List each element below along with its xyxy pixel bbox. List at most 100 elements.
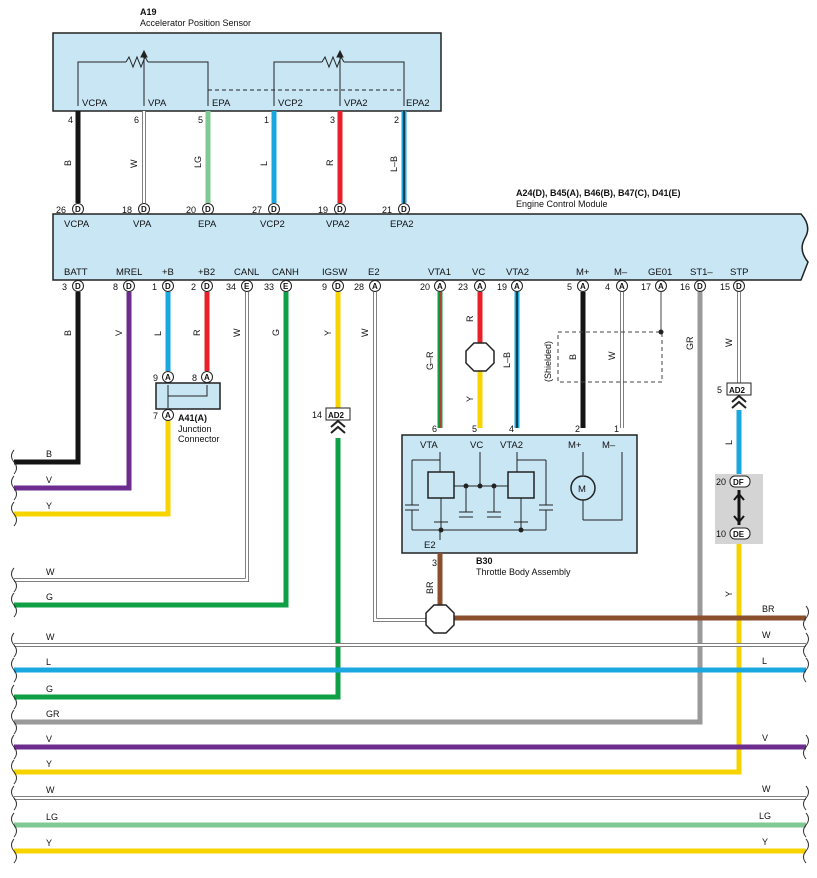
svg-text:E2: E2 <box>424 540 436 551</box>
sensor-id: A19 <box>140 7 157 17</box>
svg-text:AD2: AD2 <box>729 386 746 395</box>
svg-text:20: 20 <box>186 205 196 215</box>
svg-text:8: 8 <box>192 373 197 383</box>
svg-text:G: G <box>271 329 281 336</box>
svg-text:D: D <box>204 282 210 291</box>
svg-text:W: W <box>46 785 55 795</box>
svg-text:AD2: AD2 <box>328 411 345 420</box>
svg-text:R: R <box>192 329 202 336</box>
svg-text:A: A <box>619 282 625 291</box>
junction-connector: A 9 A 8 A 7 A41(A) Junction Connector <box>153 371 221 444</box>
svg-text:VTA2: VTA2 <box>500 440 523 451</box>
svg-text:VC: VC <box>470 440 483 451</box>
junction-id: A41(A) <box>178 413 207 423</box>
svg-text:14: 14 <box>312 410 322 420</box>
svg-text:D: D <box>736 282 742 291</box>
svg-text:6: 6 <box>432 424 437 434</box>
ecm-term-epa: EPA <box>198 219 217 230</box>
svg-text:M+: M+ <box>568 440 582 451</box>
svg-text:E: E <box>244 282 250 291</box>
svg-text:W: W <box>46 567 55 577</box>
sensor-term-vpa2: VPA2 <box>344 98 368 109</box>
svg-text:4: 4 <box>605 282 610 292</box>
svg-text:3: 3 <box>432 558 437 568</box>
svg-text:Y: Y <box>762 837 768 847</box>
svg-text:34: 34 <box>226 282 236 292</box>
svg-text:A: A <box>477 282 483 291</box>
svg-text:D: D <box>165 282 171 291</box>
svg-text:G–R: G–R <box>425 351 435 370</box>
wc-top-0: B <box>63 160 73 166</box>
svg-text:4: 4 <box>509 424 514 434</box>
svg-text:1: 1 <box>614 424 619 434</box>
ecm-term-epa2: EPA2 <box>390 219 414 230</box>
svg-text:Y: Y <box>46 501 52 511</box>
svg-text:26: 26 <box>56 205 66 215</box>
svg-text:D: D <box>75 282 81 291</box>
svg-text:W: W <box>232 328 242 337</box>
bus-labels-right: BR W L V W LG Y <box>759 604 775 847</box>
svg-text:D: D <box>697 282 703 291</box>
svg-text:L: L <box>724 440 734 445</box>
throttle-name: Throttle Body Assembly <box>476 567 571 577</box>
sensor-pin-vcp2: 1 <box>264 115 269 125</box>
svg-text:A: A <box>514 282 520 291</box>
wire-mrel <box>14 292 132 491</box>
svg-text:A: A <box>165 411 171 420</box>
svg-text:27: 27 <box>252 205 262 215</box>
svg-text:V: V <box>46 734 52 744</box>
ecm-term-vcp2: VCP2 <box>260 219 285 230</box>
sensor-box <box>52 32 442 112</box>
wc-top-2: LG <box>193 156 203 168</box>
wire-batt <box>14 292 81 465</box>
sensor-term-vpa: VPA <box>148 98 167 109</box>
sensor-name: Accelerator Position Sensor <box>140 18 251 28</box>
svg-text:DF: DF <box>733 478 744 487</box>
ecm-top-connectors: 26 D 18 D 20 D 27 D 19 D 21 D <box>56 203 410 215</box>
svg-text:D: D <box>401 205 407 214</box>
svg-text:LG: LG <box>759 811 771 821</box>
svg-text:GR: GR <box>46 709 60 719</box>
svg-text:9: 9 <box>153 373 158 383</box>
sensor-pin-vpa: 6 <box>134 115 139 125</box>
svg-text:E2: E2 <box>368 267 380 278</box>
ecm-bottom-terminals: BATT MREL +B +B2 CANL CANH IGSW E2 VTA1 … <box>64 267 748 278</box>
svg-text:+B2: +B2 <box>198 267 215 278</box>
svg-text:L: L <box>762 656 767 666</box>
svg-text:33: 33 <box>264 282 274 292</box>
svg-text:9: 9 <box>322 282 327 292</box>
svg-text:VTA: VTA <box>420 440 438 451</box>
sensor-pin-vcpa: 4 <box>68 115 73 125</box>
wc-top-4: R <box>325 159 335 166</box>
svg-text:8: 8 <box>113 282 118 292</box>
ad2-connector-left: 14 AD2 <box>312 407 351 434</box>
svg-text:Y: Y <box>323 330 333 336</box>
throttle-id: B30 <box>476 556 493 566</box>
motor-symbol: M <box>578 484 586 495</box>
svg-text:17: 17 <box>641 282 651 292</box>
left-break-marks <box>11 449 17 864</box>
svg-text:D: D <box>141 205 147 214</box>
svg-text:18: 18 <box>122 205 132 215</box>
svg-text:A: A <box>204 373 210 382</box>
svg-text:A: A <box>372 282 378 291</box>
svg-text:VC: VC <box>472 267 485 278</box>
svg-text:LG: LG <box>46 812 58 822</box>
svg-text:W: W <box>360 328 370 337</box>
throttle-terminals: VTA VC VTA2 M+ M– E2 6 5 4 2 1 3 <box>420 424 619 568</box>
svg-text:D: D <box>126 282 132 291</box>
svg-text:M+: M+ <box>576 267 590 278</box>
svg-text:VTA1: VTA1 <box>428 267 451 278</box>
ecm-term-vpa2: VPA2 <box>326 219 350 230</box>
svg-text:2: 2 <box>191 282 196 292</box>
svg-text:Y: Y <box>724 591 734 597</box>
throttle-internal-circuit <box>405 452 623 540</box>
shield-box <box>557 331 663 383</box>
svg-text:GR: GR <box>685 336 695 350</box>
svg-text:VTA2: VTA2 <box>506 267 529 278</box>
svg-text:Y: Y <box>46 838 52 848</box>
svg-text:B: B <box>46 449 52 459</box>
shielded-label: (Shielded) <box>543 341 553 382</box>
svg-text:W: W <box>762 784 771 794</box>
